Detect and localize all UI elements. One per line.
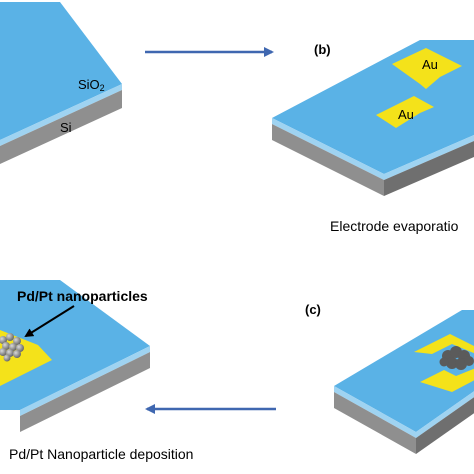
si-right-side	[416, 397, 474, 454]
nanoparticle-pointer-arrow	[24, 305, 75, 338]
sio2-right-edge	[416, 391, 474, 438]
sio2-layer-label: SiO2	[78, 77, 105, 93]
substrate-c	[334, 310, 474, 454]
nanoparticle-cluster	[0, 333, 24, 362]
nanoparticle-deposition-caption: Pd/Pt Nanoparticle deposition	[9, 446, 194, 462]
au-label-upper: Au	[422, 57, 438, 72]
si-side	[20, 352, 150, 432]
substrate-d	[0, 280, 150, 432]
substrate-b	[272, 40, 474, 196]
si-layer-label: Si	[60, 120, 72, 135]
substrate-a	[0, 2, 122, 164]
au-label-lower: Au	[398, 107, 414, 122]
sio2-top-face	[0, 280, 150, 410]
sio2-front-edge	[0, 84, 122, 146]
si-front-side	[334, 392, 416, 454]
sio2-front-edge	[20, 346, 150, 416]
sio2-front-edge	[272, 118, 384, 180]
si-right-side	[384, 140, 474, 196]
au-electrode-left	[376, 96, 434, 128]
nanoparticle-cluster	[439, 346, 474, 370]
sio2-front-edge	[334, 386, 416, 438]
panel-c-tag: (c)	[305, 302, 321, 317]
au-electrode-upper	[414, 334, 474, 354]
au-electrode-right	[392, 48, 462, 89]
nanoparticles-label: Pd/Pt nanoparticles	[17, 288, 148, 304]
sio2-right-edge	[384, 134, 474, 180]
si-side	[0, 90, 122, 164]
sio2-top-face	[0, 2, 122, 140]
panel-b-tag: (b)	[314, 42, 331, 57]
electrode-evaporation-caption: Electrode evaporatio	[330, 218, 459, 234]
au-electrode-lower	[420, 368, 474, 392]
si-front-side	[272, 124, 384, 196]
